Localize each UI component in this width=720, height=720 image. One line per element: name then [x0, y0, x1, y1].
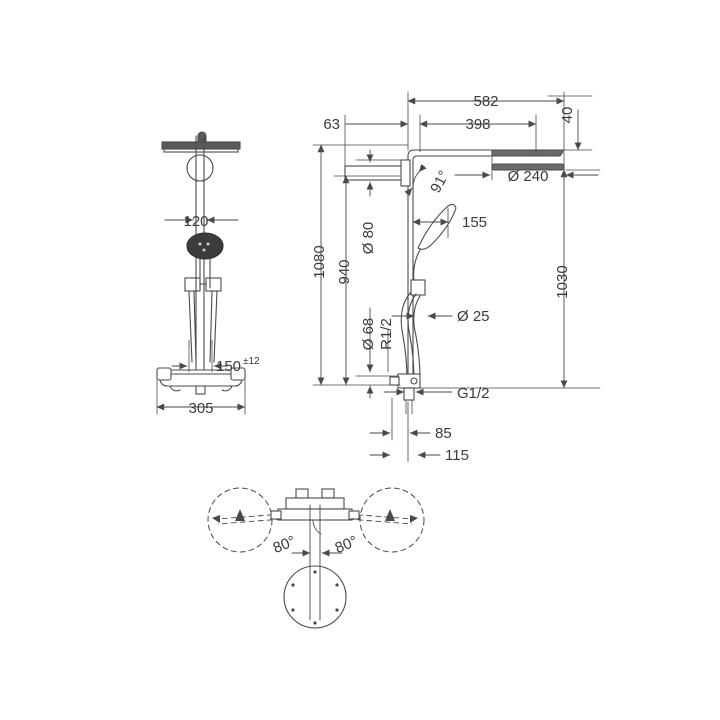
front-elevation-view: [156, 131, 246, 415]
dimension-diameter-68: [355, 307, 399, 399]
label-150: 150: [216, 358, 241, 375]
label-85: 85: [435, 425, 452, 442]
shower-arm-side: [407, 149, 493, 381]
label-r12: R1/2: [378, 318, 395, 350]
handshower-front: [186, 232, 224, 289]
dimension-labels: 120 150 ±12 305 582 63 398 40 91° Ø 240 …: [183, 93, 576, 557]
dimension-1080: [312, 144, 409, 386]
dimension-63: [344, 114, 409, 167]
valve-plan: [270, 488, 360, 621]
shower-holder-front: [184, 277, 222, 292]
angle-markers: [235, 509, 395, 557]
shower-hose-side: [400, 291, 421, 381]
dimension-150: [171, 339, 229, 373]
dimension-1030: [419, 169, 601, 389]
label-1080: 1080: [311, 245, 328, 278]
label-240: Ø 240: [508, 168, 549, 185]
dimension-diameter-80: [355, 149, 401, 197]
label-305: 305: [188, 400, 213, 417]
label-1030: 1030: [554, 265, 571, 298]
handshower-plan: [283, 565, 347, 629]
label-80deg-right: 80°: [333, 533, 360, 557]
valve-block-side: [389, 373, 421, 415]
label-g12: G1/2: [457, 385, 490, 402]
shower-hose-front: [188, 290, 218, 363]
dimension-940: [333, 175, 401, 386]
label-25: Ø 25: [457, 308, 490, 325]
label-63: 63: [323, 116, 340, 133]
label-120: 120: [183, 213, 208, 230]
label-115: 115: [445, 447, 469, 464]
dimension-40: [547, 95, 593, 151]
label-940: 940: [336, 259, 353, 284]
dimension-305: [156, 379, 246, 415]
label-diameter-80: Ø 80: [360, 222, 377, 255]
plan-swivel-view: [207, 487, 425, 629]
dimension-85: [369, 397, 431, 463]
label-155: 155: [462, 214, 487, 231]
wall-arm-side: [344, 159, 411, 187]
swivel-arms: [217, 511, 413, 525]
label-40: 40: [559, 107, 576, 124]
thermostat-body-front: [156, 367, 246, 395]
dimension-582: [407, 91, 565, 151]
dimension-398: [419, 114, 537, 153]
label-582: 582: [473, 93, 498, 110]
dimension-91deg: [404, 163, 427, 197]
label-91deg: 91°: [427, 168, 453, 196]
dimension-155: [412, 207, 449, 239]
handshower-side: [410, 203, 457, 296]
overhead-shower-front: [161, 131, 241, 182]
dimension-120: [164, 199, 239, 227]
label-150-tolerance: ±12: [243, 356, 260, 367]
label-diameter-68: Ø 68: [360, 318, 377, 351]
overhead-shower-side: [491, 149, 566, 171]
label-398: 398: [465, 116, 490, 133]
side-elevation-view: [312, 91, 601, 463]
